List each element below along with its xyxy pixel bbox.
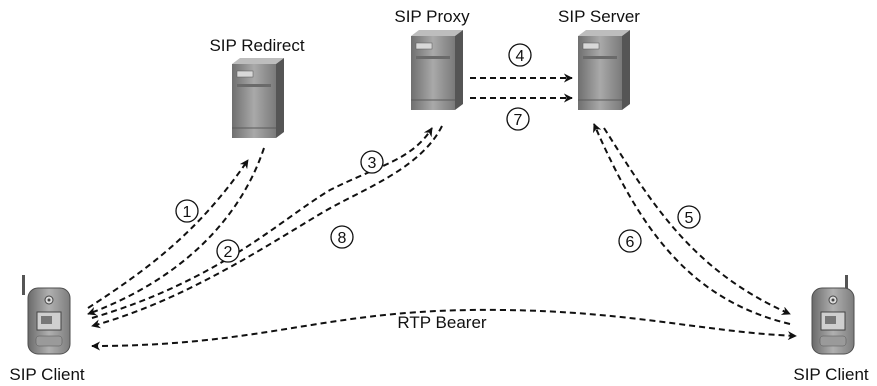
step-1-badge: 1 (175, 199, 199, 223)
step-5-number: 5 (685, 210, 694, 227)
step-1-number: 1 (183, 204, 192, 221)
step-7-number: 7 (514, 112, 523, 129)
flow-5-server-to-client (603, 127, 791, 315)
sip-redirect-label: SIP Redirect (209, 36, 304, 55)
sip-server-icon (578, 30, 630, 110)
sip-redirect-server-icon (232, 58, 284, 138)
step-2-badge: 2 (216, 239, 240, 263)
flow-1-client-to-redirect (87, 159, 249, 309)
flow-8-proxy-to-client (91, 125, 443, 329)
step-8-badge: 8 (330, 225, 354, 249)
rtp-bearer-label: RTP Bearer (397, 313, 486, 332)
sip-client-right-label: SIP Client (793, 365, 869, 384)
step-8-number: 8 (338, 230, 347, 247)
flow-3-client-to-proxy (91, 127, 433, 319)
rtp-bearer-path (91, 308, 797, 351)
step-3-number: 3 (368, 155, 377, 172)
step-4-badge: 4 (508, 43, 532, 67)
flow-2-redirect-to-client (87, 147, 265, 316)
sip-client-left-label: SIP Client (9, 365, 85, 384)
step-2-number: 2 (224, 244, 233, 261)
sip-client-right-phone-icon (811, 275, 855, 355)
step-7-badge: 7 (506, 107, 530, 131)
sip-proxy-label: SIP Proxy (394, 7, 470, 26)
sip-proxy-server-icon (411, 30, 463, 110)
step-3-badge: 3 (360, 150, 384, 174)
step-4-number: 4 (516, 48, 525, 65)
step-5-badge: 5 (677, 205, 701, 229)
step-6-number: 6 (626, 234, 635, 251)
sip-client-left-phone-icon (22, 275, 71, 355)
sip-server-label: SIP Server (558, 7, 640, 26)
step-6-badge: 6 (618, 229, 642, 253)
